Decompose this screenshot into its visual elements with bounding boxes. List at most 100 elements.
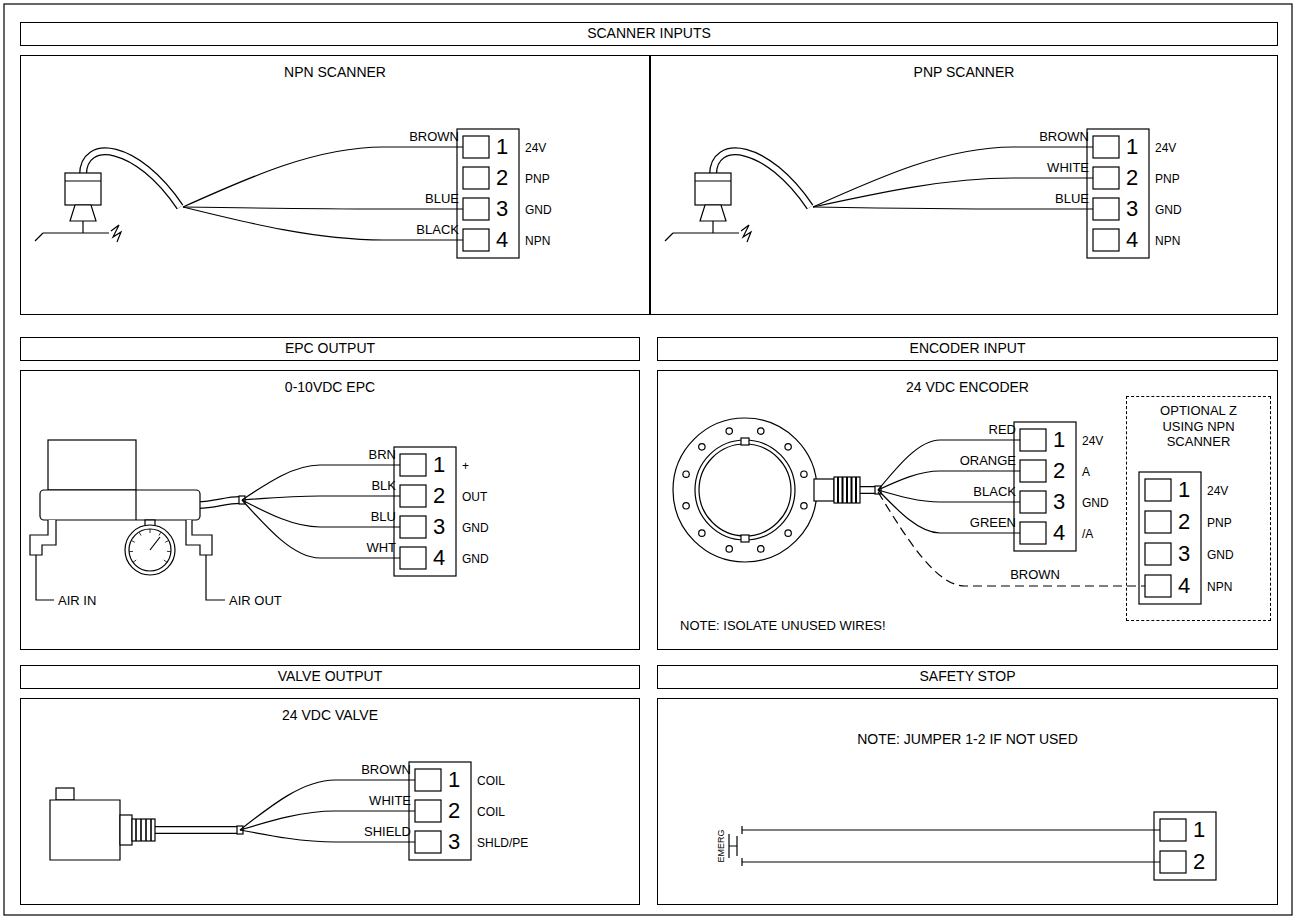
panel-box: 24 VDC VALVE: [20, 698, 640, 905]
signal-name: 24V: [1155, 142, 1176, 155]
option-title: OPTIONAL Z USING NPN SCANNER: [1144, 403, 1254, 450]
bolt-hole: [699, 444, 705, 450]
pin-number: 4: [1053, 521, 1065, 545]
pin-number: 2: [448, 799, 460, 823]
gland-rib: [145, 819, 147, 841]
terminal-screw: [1093, 167, 1119, 189]
terminal-block: [1087, 129, 1149, 258]
scanner-body: [65, 180, 101, 181]
terminal-screw: [463, 136, 489, 158]
wire: [183, 207, 463, 240]
signal-name: NPN: [1155, 235, 1180, 248]
pressure-gauge: [129, 529, 171, 571]
label-anchor: 1: [1126, 135, 1138, 159]
label-anchor: NPN: [1155, 231, 1180, 249]
pin-number: 4: [433, 546, 445, 570]
label-anchor: BROWN: [1039, 127, 1089, 145]
bolt-hole: [801, 503, 807, 509]
label-anchor: 3: [1053, 490, 1065, 514]
encoder-connector: [834, 477, 860, 503]
bolt-hole: [785, 530, 791, 536]
gauge-tick: [131, 540, 135, 542]
label-anchor: BROWN: [1010, 565, 1060, 583]
button-wire: [742, 861, 1160, 862]
wire-color-label: BROWN: [1039, 130, 1089, 144]
section-title: SAFETY STOP: [658, 666, 1277, 686]
label-anchor: PNP: [1207, 513, 1232, 531]
connector-rib: [855, 477, 857, 503]
epc-top: [48, 440, 136, 490]
label-anchor: 24V: [1082, 431, 1103, 449]
label-anchor: 24V: [1155, 138, 1176, 156]
dashed-option-box: OPTIONAL Z USING NPN SCANNER: [1126, 396, 1271, 621]
pin-number: 1: [433, 453, 445, 477]
label-anchor: 4: [1053, 521, 1065, 545]
gland-rib: [135, 819, 137, 841]
wire: [813, 178, 1093, 207]
pin-number: 3: [433, 515, 445, 539]
signal-name: NPN: [525, 235, 550, 248]
air-port-label: AIR IN: [58, 594, 96, 608]
bolt-hole: [785, 444, 791, 450]
label-anchor: PNP: [525, 169, 550, 187]
label-anchor: OUT: [462, 487, 487, 505]
label-anchor: 3: [496, 197, 508, 221]
scanner-lens: [70, 205, 96, 221]
label-anchor: ORANGE: [960, 451, 1016, 469]
terminal-screw: [1020, 522, 1046, 544]
clamp-screw: [741, 438, 749, 445]
bolt-hole: [758, 546, 764, 552]
connector-rib: [842, 477, 844, 503]
wire-color-label: BLU: [371, 510, 396, 524]
cable-jacket: [198, 500, 240, 505]
cable-gland: [132, 819, 155, 841]
gauge-tick: [159, 532, 161, 535]
terminal-screw: [415, 769, 441, 791]
terminal-screw: [415, 831, 441, 853]
gauge-tick: [167, 551, 171, 552]
label-anchor: 3: [448, 830, 460, 854]
mount-stem: [712, 221, 713, 233]
label-anchor: 2: [1053, 459, 1065, 483]
label-anchor: EMERG: [710, 829, 728, 862]
signal-name: +: [462, 460, 469, 473]
wire-color-label: RED: [989, 423, 1016, 437]
label-anchor: BLUE: [425, 189, 459, 207]
signal-name: GND: [462, 553, 489, 566]
wire-color-label: BRN: [369, 448, 396, 462]
button-contact: [741, 826, 742, 866]
cable-core: [198, 500, 240, 505]
wire-color-label: WHITE: [369, 794, 411, 808]
wire: [242, 500, 400, 527]
wire: [813, 207, 1093, 209]
wire: [242, 496, 400, 500]
button-wire: [742, 829, 1160, 830]
signal-name: PNP: [1207, 517, 1232, 530]
scanner-body: [695, 180, 731, 181]
cable-core: [860, 487, 876, 493]
wire: [183, 207, 463, 209]
panel-title: NPN SCANNER: [21, 64, 649, 81]
label-anchor: 2: [448, 799, 460, 823]
panel-box: 0-10VDC EPC: [20, 370, 640, 650]
label-anchor: 3: [1126, 197, 1138, 221]
label-anchor: 4: [496, 228, 508, 252]
label-anchor: 4: [1178, 574, 1190, 598]
section-header: SAFETY STOP: [657, 665, 1278, 689]
wire-color-label: BLUE: [425, 192, 459, 206]
button-label: EMERG: [717, 829, 727, 862]
gauge-tick: [133, 560, 136, 562]
panel-box: NOTE: JUMPER 1-2 IF NOT USED: [657, 698, 1278, 905]
bolt-hole: [699, 530, 705, 536]
bolt-hole: [801, 471, 807, 477]
air-port-label: AIR OUT: [229, 594, 282, 608]
terminal-block: [409, 762, 471, 860]
pin-number: 2: [496, 166, 508, 190]
terminal-screw: [463, 229, 489, 251]
section-header: ENCODER INPUT: [657, 337, 1278, 361]
bolt-hole: [683, 471, 689, 477]
section-title: EPC OUTPUT: [21, 338, 639, 358]
terminal-screw: [1093, 198, 1119, 220]
label-anchor: BLK: [371, 476, 396, 494]
section-title: SCANNER INPUTS: [21, 23, 1277, 43]
